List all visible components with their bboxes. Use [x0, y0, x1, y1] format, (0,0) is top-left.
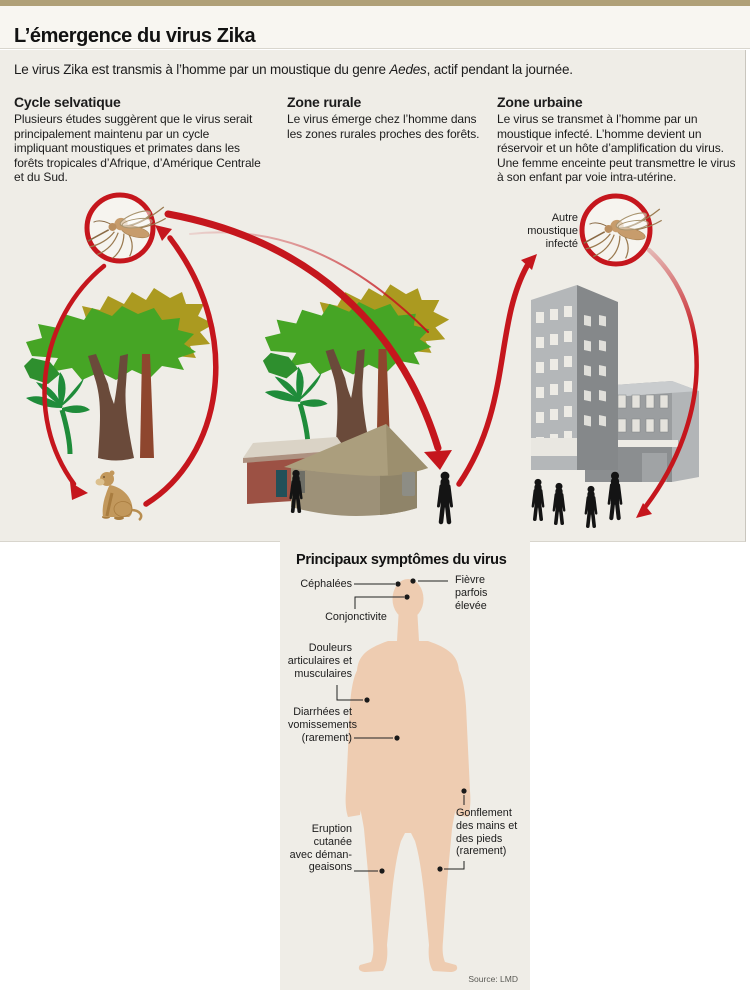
- buildings-icon: [531, 285, 699, 482]
- person-icon: [586, 486, 596, 526]
- symptom-label-conjonctivite: Conjonctivite: [325, 611, 387, 623]
- section-selvatic-body: Plusieurs études suggèrent que le virus …: [14, 112, 261, 185]
- intro-text: Le virus Zika est transmis à l’homme par…: [14, 62, 573, 77]
- person-icon: [439, 472, 452, 522]
- symptoms-panel: Principaux symptômes du virus: [280, 541, 530, 990]
- source-label: Source: LMD: [468, 974, 518, 984]
- body-silhouette-diagram: [336, 578, 471, 972]
- section-urban-body: Le virus se transmet à l’homme par un mo…: [497, 112, 736, 185]
- symptom-label-fievre: Fièvre parfois élevée: [455, 574, 488, 612]
- header: L’émergence du virus Zika: [0, 6, 750, 49]
- symptom-label-douleurs: Douleurs articulaires et musculaires: [287, 642, 352, 680]
- tree-icon: [24, 288, 214, 461]
- body-silhouette: [345, 579, 471, 972]
- symptom-label-diarrhees: Diarrhées et vomissements (rarement): [288, 706, 357, 744]
- symptom-dots: [364, 578, 467, 874]
- section-rural-body: Le virus émerge chez l’homme dans les zo…: [287, 112, 480, 141]
- symptom-label-eruption: Eruption cutanée avec déman- geaisons: [289, 823, 352, 874]
- section-rural: Zone rurale Le virus émerge chez l’homme…: [287, 94, 483, 141]
- intro-after: , actif pendant la journée.: [426, 62, 573, 77]
- intro-before: Le virus Zika est transmis à l’homme par…: [14, 62, 390, 77]
- section-rural-title: Zone rurale: [287, 94, 362, 110]
- intro-genus-italic: Aedes: [389, 62, 427, 77]
- arrowhead: [155, 225, 172, 241]
- page-title: L’émergence du virus Zika: [14, 25, 256, 47]
- arrow-mosquito-to-human: [164, 210, 442, 452]
- round-hut-icon: [284, 424, 428, 516]
- transmission-cycle-illustration: [0, 192, 699, 541]
- arrowhead: [70, 482, 88, 500]
- person-icon: [554, 483, 564, 523]
- top-accent-bar: [0, 0, 750, 6]
- arrow-human-to-urban-mosquito: [456, 263, 530, 487]
- monkey-icon: [95, 470, 143, 521]
- section-selvatic: Cycle selvatique Plusieurs études suggèr…: [14, 94, 266, 185]
- urban-mosquito-medallion: [579, 193, 663, 267]
- section-selvatic-title: Cycle selvatique: [14, 94, 121, 110]
- arrowhead: [636, 503, 652, 518]
- arrow-rural-to-selvatic: [189, 231, 429, 333]
- selvatic-mosquito-medallion: [84, 192, 167, 264]
- other-mosquito-label: Autre moustique infecté: [527, 212, 578, 250]
- symptom-connectors: [336, 580, 465, 872]
- arrow-mosquito-to-monkey: [42, 263, 107, 487]
- symptoms-title: Principaux symptômes du virus: [296, 552, 507, 568]
- section-urban: Zone urbaine Le virus se transmet à l’ho…: [497, 94, 745, 185]
- arrowhead: [521, 254, 537, 270]
- symptom-label-gonflement: Gonflement des mains et des pieds (rarem…: [456, 807, 518, 858]
- arrowhead: [424, 450, 452, 470]
- section-urban-title: Zone urbaine: [497, 94, 583, 110]
- person-icon: [533, 479, 543, 519]
- arrow-urban-mosquito-to-people: [643, 247, 699, 509]
- arrow-monkey-to-mosquito: [143, 235, 219, 507]
- symptom-label-cephalees: Céphalées: [300, 578, 352, 590]
- transmission-arrows: [42, 210, 699, 518]
